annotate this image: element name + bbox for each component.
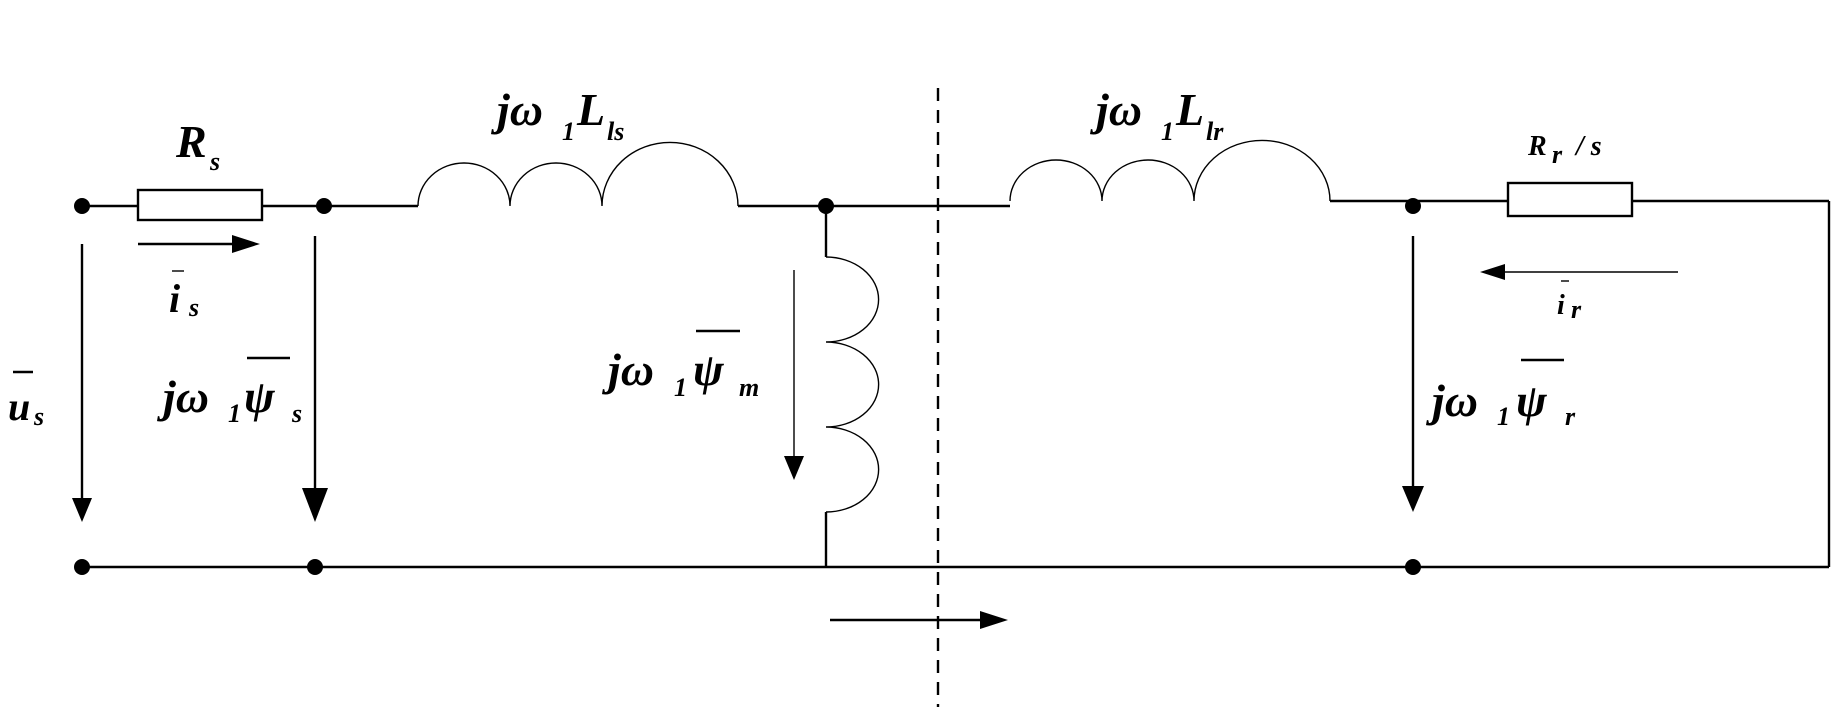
node-rotor-flux-top — [1405, 198, 1421, 214]
stator-flux-arrow — [302, 236, 328, 522]
rotor-current-arrow — [1480, 264, 1678, 280]
stator-voltage-arrow — [72, 244, 92, 522]
psis-sub1: 1 — [228, 399, 241, 428]
label-rotor-resistance: R r / s — [1527, 131, 1602, 169]
magnetizing-flux-arrow — [784, 270, 804, 480]
psir-sub1: 1 — [1497, 402, 1510, 431]
psis-sub2: s — [291, 399, 302, 428]
node-stator-flux-top — [316, 198, 332, 214]
psim-sub2: m — [739, 373, 759, 402]
rs-main: R — [175, 116, 207, 167]
label-stator-current: i s — [169, 270, 199, 322]
is-main: i — [169, 276, 180, 321]
stator-leakage-inductor — [417, 141, 739, 207]
node-stator-terminal-bottom — [74, 559, 90, 575]
llr-pre: jω — [1089, 84, 1142, 135]
rotor-resistor — [1506, 181, 1634, 218]
psim-main: ψ — [693, 344, 725, 395]
llr-sub2: lr — [1206, 117, 1224, 146]
label-stator-resistance: R s — [175, 116, 220, 176]
llr-sub1: 1 — [1161, 117, 1174, 146]
rr-main: R — [1527, 131, 1547, 162]
us-sub: s — [33, 402, 44, 431]
rr-sub: r — [1552, 140, 1563, 169]
psir-sub2: r — [1565, 402, 1576, 431]
llr-main: L — [1175, 84, 1204, 135]
psim-sub1: 1 — [674, 373, 687, 402]
label-stator-voltage: u s — [8, 370, 44, 431]
psis-main: ψ — [244, 371, 276, 422]
node-stator-terminal-top — [74, 198, 90, 214]
ir-main: i — [1557, 290, 1565, 321]
rotor-flux-arrow — [1402, 236, 1424, 512]
rr-tail: / s — [1574, 131, 1602, 162]
ir-sub: r — [1571, 295, 1582, 324]
lls-sub1: 1 — [562, 117, 575, 146]
rotor-leakage-inductor — [1009, 139, 1331, 202]
label-stator-leakage: jω 1 L ls — [490, 84, 624, 146]
node-stator-flux-bottom — [307, 559, 323, 575]
label-rotor-current: i r — [1557, 280, 1582, 324]
is-sub: s — [188, 293, 199, 322]
label-rotor-leakage: jω 1 L lr — [1089, 84, 1224, 146]
lls-sub2: ls — [607, 117, 624, 146]
node-magnetizing-top — [818, 198, 834, 214]
lls-pre: jω — [490, 84, 543, 135]
stator-current-arrow — [138, 235, 260, 253]
psir-main: ψ — [1516, 375, 1548, 426]
psim-pre: jω — [601, 344, 654, 395]
magnetizing-inductor — [825, 256, 880, 513]
lls-main: L — [576, 84, 605, 135]
label-magnetizing-flux: jω 1 ψ m — [601, 329, 759, 402]
power-flow-arrow — [830, 611, 1008, 629]
stator-resistor — [136, 188, 264, 222]
psir-pre: jω — [1425, 375, 1478, 426]
label-rotor-flux: jω 1 ψ r — [1425, 358, 1576, 431]
label-stator-flux: jω 1 ψ s — [156, 356, 302, 428]
psis-pre: jω — [156, 371, 209, 422]
us-main: u — [8, 384, 30, 429]
node-rotor-flux-bottom — [1405, 559, 1421, 575]
rs-sub: s — [209, 147, 220, 176]
